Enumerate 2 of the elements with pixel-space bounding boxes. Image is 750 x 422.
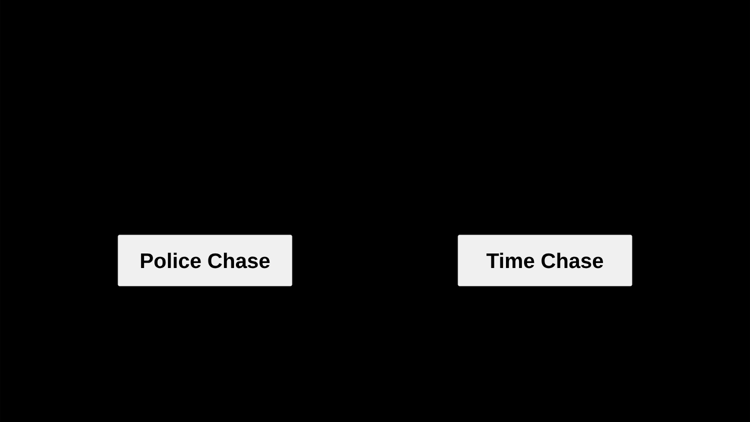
menu-button: Time Chase (458, 234, 632, 286)
menu-button: Police Chase (118, 234, 292, 286)
